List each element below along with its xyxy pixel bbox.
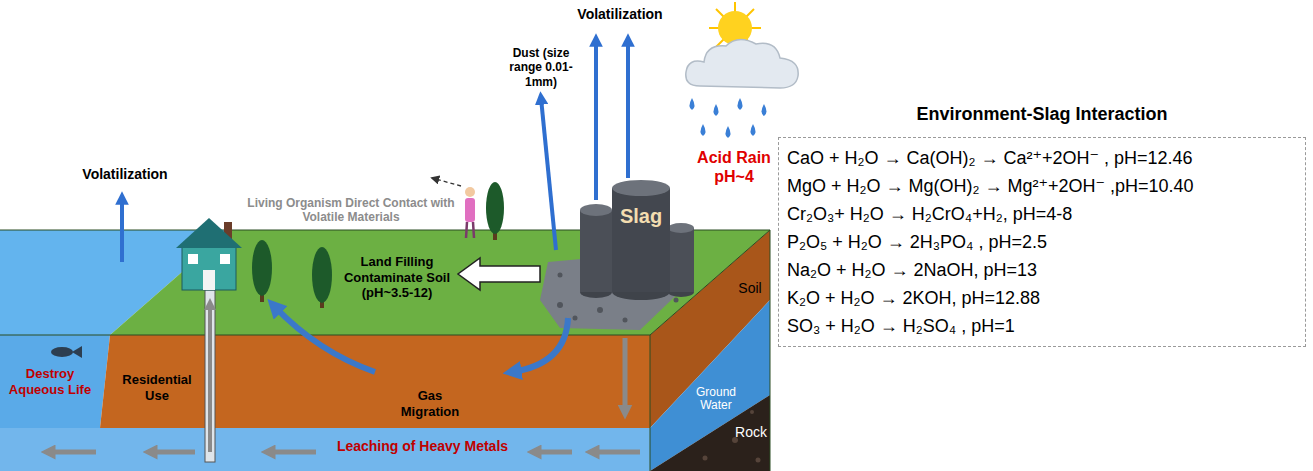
slag-cylinder-top (580, 204, 612, 216)
slag-cylinder (580, 210, 612, 292)
rain-drop (726, 126, 731, 138)
tree (312, 247, 332, 303)
groundwater-layer (0, 428, 650, 471)
box-heading: Environment-Slag Interaction (779, 104, 1305, 126)
diagram-label: Residential Use (112, 372, 202, 403)
house-window (188, 254, 198, 264)
leaching-arrow (150, 450, 195, 455)
rain-drop (714, 104, 719, 116)
gravel-stone (674, 298, 679, 303)
slag-cylinder (612, 188, 670, 292)
groundwater-side (650, 300, 770, 471)
interaction-box: Environment-Slag InteractionCaO + H₂O → … (778, 137, 1306, 347)
landfill-arrow (458, 258, 540, 290)
reaction-equation: Na₂O + H₂O → 2NaOH, pH=13 (787, 256, 1037, 284)
diagram-label: Gas Migration (392, 388, 468, 419)
leaching-arrow (268, 450, 316, 455)
reaction-equation: CaO + H₂O → Ca(OH)₂ → Ca²⁺+2OH⁻ , pH=12.… (787, 144, 1193, 172)
rain-drop (701, 124, 706, 136)
slag-cylinder-top (612, 180, 670, 196)
diagram-label: Ground Water (690, 386, 742, 412)
reaction-equation: SO₃ + H₂O → H₂SO₄ , pH=1 (787, 312, 1015, 340)
rock-grain (703, 456, 708, 461)
house-roof (176, 218, 242, 248)
rain-drop (751, 124, 756, 136)
volatilization-arrow (626, 40, 630, 178)
gravel-stone (573, 316, 578, 321)
tree (486, 182, 504, 234)
reaction-equation: P₂O₅ + H₂O → 2H₃PO₄ , pH=2.5 (787, 228, 1047, 256)
diagram-label: Living Organism Direct Contact with Vola… (245, 196, 457, 225)
rock-grain (750, 410, 754, 414)
diagram-label: Dust (size range 0.01-1mm) (495, 46, 587, 89)
reaction-equation: MgO + H₂O → Mg(OH)₂ → Mg²⁺+2OH⁻ ,pH=10.4… (787, 172, 1194, 200)
diagram-label: Slag (614, 204, 668, 228)
volatilization-arrow (120, 198, 124, 262)
reaction-equation: Cr₂O₃+ H₂O → H₂CrO₄+H₂, pH=4-8 (787, 200, 1072, 228)
slag-cylinder (668, 228, 694, 292)
rain-drop (762, 104, 767, 116)
diagram-label: Volatilization (560, 6, 680, 23)
water-body (0, 335, 110, 428)
house-window (220, 254, 230, 264)
well-flow-arrow (208, 304, 212, 452)
gravel-stone (597, 307, 603, 313)
tree (252, 240, 272, 296)
well-pipe (205, 290, 215, 462)
rain-drop (738, 98, 743, 110)
fish-tail (72, 346, 82, 358)
gas-migration-arrow (274, 306, 375, 372)
block-edge (650, 335, 651, 471)
diagram-label: Rock (733, 424, 769, 441)
gas-migration-arrow (512, 318, 568, 372)
rock-grain (756, 458, 761, 463)
gravel-stone (623, 318, 628, 323)
dust-arrow (541, 98, 556, 250)
person-leg (466, 222, 467, 238)
leaching-arrow (534, 450, 572, 455)
diagram-label: Soil (733, 280, 767, 297)
diagram-label: Volatilization (70, 166, 180, 183)
cloud (686, 39, 798, 88)
gravel-stone (557, 302, 563, 308)
diagram-label: Leaching of Heavy Metals (325, 438, 520, 455)
slag-cylinder-top (668, 223, 694, 233)
diagram-label: Destroy Aqueous Life (2, 366, 98, 397)
gravel-stone (558, 273, 563, 278)
person-head (465, 187, 475, 197)
volatilization-arrow (594, 40, 598, 200)
diagram-label: Acid Rain pH~4 (692, 148, 776, 186)
person-leg (473, 222, 474, 238)
soil-layer (100, 335, 650, 428)
rain-drop (690, 98, 695, 110)
reaction-equation: K₂O + H₂O → 2KOH, pH=12.88 (787, 284, 1040, 312)
house-door (203, 270, 215, 290)
person-body (465, 198, 475, 222)
house-wall (182, 246, 236, 290)
fish (51, 347, 73, 357)
leaching-arrow (48, 450, 96, 455)
diagram-label: Land Filling Contaminate Soil (pH~3.5-12… (343, 254, 451, 301)
leaching-arrow (623, 338, 628, 412)
contact-arrow (432, 178, 461, 186)
leaching-arrow (592, 450, 640, 455)
